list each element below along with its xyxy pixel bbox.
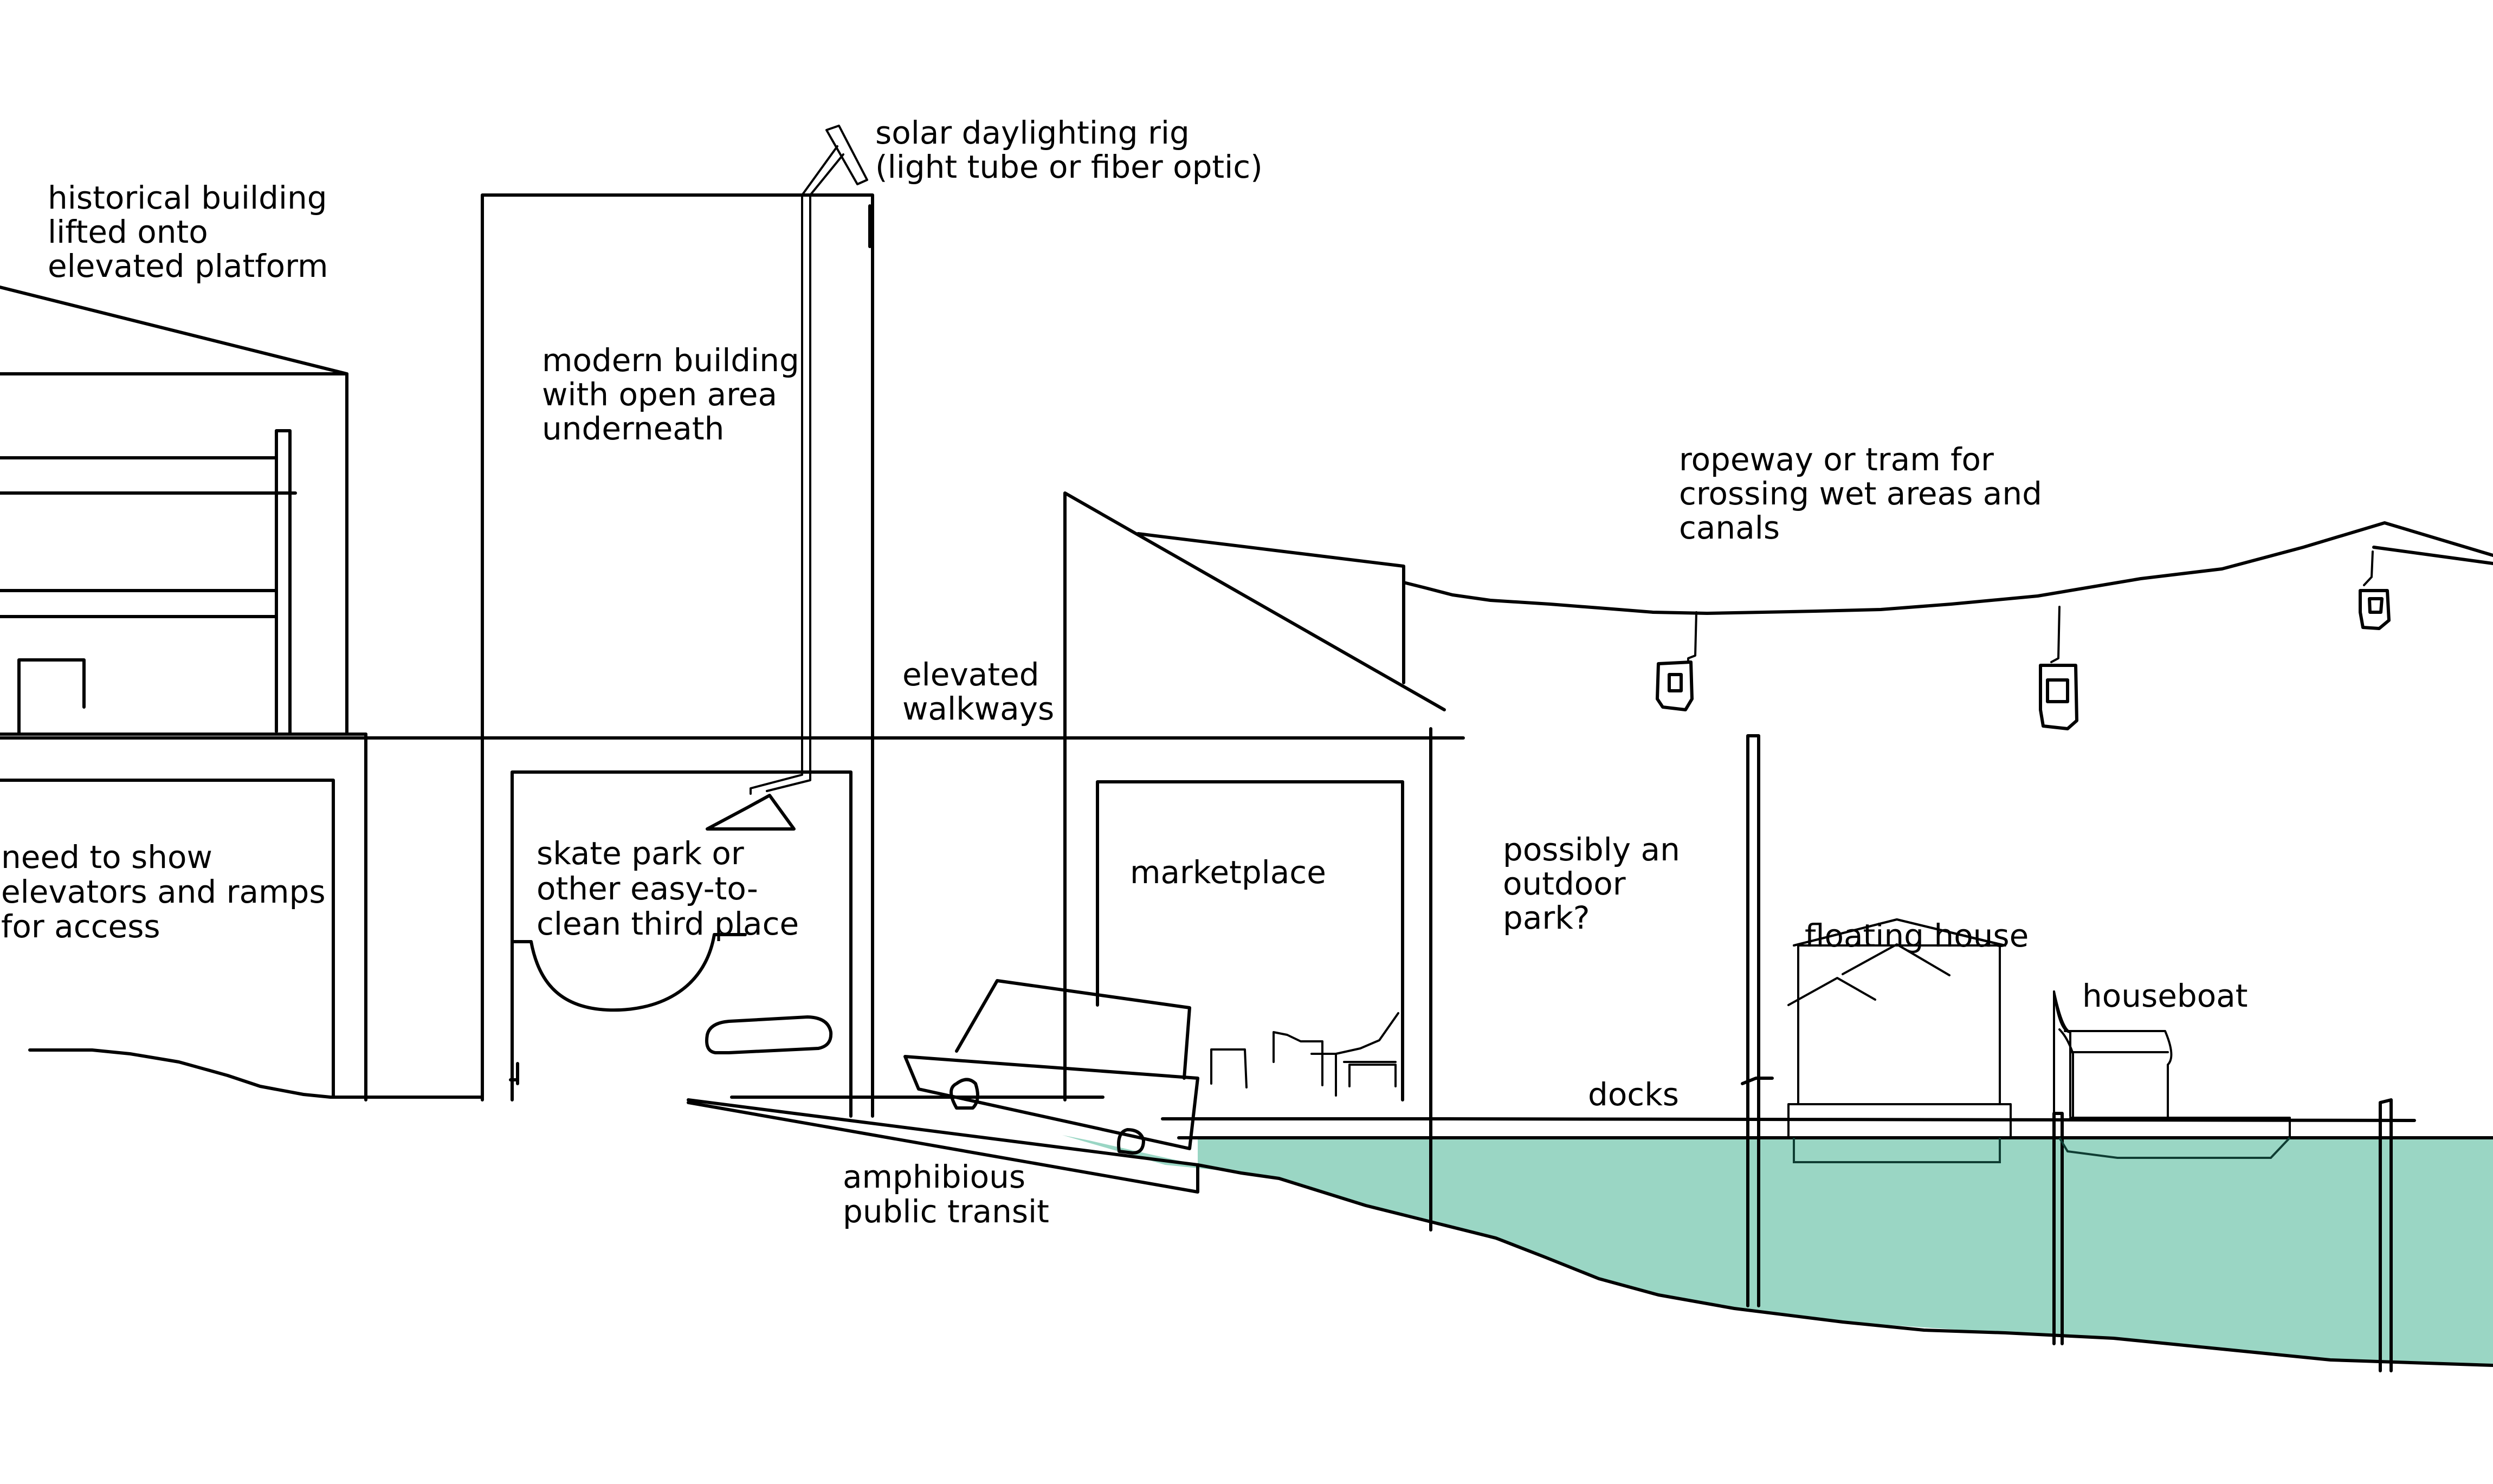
floating-house xyxy=(1787,918,2012,1163)
gondola-2 xyxy=(2039,606,2078,730)
houseboat-hull xyxy=(2058,1137,2291,1159)
label-solar-rig: solar daylighting rig (light tube or fib… xyxy=(875,114,1263,185)
label-amphibious-transit: amphibious public transit xyxy=(843,1158,1049,1230)
label-docks: docks xyxy=(1588,1076,1679,1113)
half-pipe xyxy=(511,933,747,1012)
label-ropeway: ropeway or tram for crossing wet areas a… xyxy=(1679,441,2052,546)
bus-hull xyxy=(903,1055,1199,1150)
gondola-cabins xyxy=(1656,550,2391,730)
dock xyxy=(1177,1117,2493,1139)
float-platform xyxy=(1787,1103,2012,1139)
open-area-underneath xyxy=(511,770,852,1118)
label-historical-building: historical building lifted onto elevated… xyxy=(48,179,337,284)
amphibious-bus xyxy=(903,979,1199,1155)
piling-1 xyxy=(1746,734,1760,1307)
stall-1 xyxy=(1210,1048,1248,1088)
ropeway xyxy=(1402,521,2493,615)
piling-2 xyxy=(2052,1112,2064,1345)
chimney xyxy=(275,429,292,736)
label-outdoor-park: possibly an outdoor park? xyxy=(1503,831,1690,936)
label-floating-house: floating house xyxy=(1805,917,2029,954)
bus-cabin xyxy=(955,979,1191,1080)
houseboat-bow xyxy=(2053,990,2071,1117)
ropeway-cable xyxy=(1402,521,2493,615)
marketplace-frame xyxy=(1096,780,1404,1101)
solar-collector xyxy=(825,125,868,185)
ground-level-opening xyxy=(0,779,335,1099)
gondola-1 xyxy=(1656,611,1697,711)
float-pontoon xyxy=(1793,1138,2001,1163)
water xyxy=(1062,1135,2493,1365)
stall-2 xyxy=(1273,1031,1323,1086)
elevated-walkway xyxy=(364,733,1465,740)
historical-building xyxy=(0,286,367,1101)
label-elevated-walkways: elevated walkways xyxy=(902,656,1054,727)
gondola-3 xyxy=(2359,550,2391,630)
light-diffuser xyxy=(706,794,796,831)
label-accessibility-note: need to show elevators and ramps for acc… xyxy=(1,839,335,945)
label-skate-park: skate park or other easy-to- clean third… xyxy=(537,835,799,942)
houseboat xyxy=(2053,990,2296,1159)
table xyxy=(1343,1061,1397,1087)
market-stalls xyxy=(1210,1012,1399,1097)
pilings xyxy=(1741,734,2393,1372)
label-modern-building: modern building with open area underneat… xyxy=(542,342,809,447)
modern-building xyxy=(481,193,874,1118)
rear-wheel xyxy=(1117,1128,1145,1155)
umbrella-stall xyxy=(1310,1012,1399,1097)
solar-daylighting-rig xyxy=(706,125,868,831)
door xyxy=(17,658,86,736)
label-marketplace: marketplace xyxy=(1130,854,1326,891)
piling-3 xyxy=(2379,1098,2393,1372)
label-houseboat: houseboat xyxy=(2082,977,2248,1014)
skate-park xyxy=(509,933,833,1085)
boat-ramp xyxy=(687,1096,1432,1194)
front-wheel xyxy=(950,1078,979,1110)
ground-terrain xyxy=(28,1048,2493,1367)
bench xyxy=(705,1015,833,1054)
angled-building xyxy=(1063,491,1446,1232)
